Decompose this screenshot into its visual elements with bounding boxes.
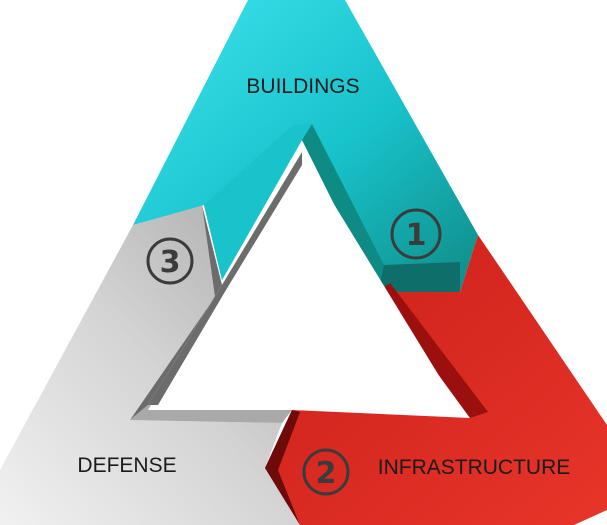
step-badge-2: 2 xyxy=(302,448,350,496)
segment-infrastructure xyxy=(265,235,607,525)
buildings-inner-bevel xyxy=(302,124,384,292)
step-badge-3-circle xyxy=(146,237,194,285)
step-badge-2-circle xyxy=(302,448,350,496)
step-badge-1: 1 xyxy=(390,208,442,260)
step-badge-1-circle xyxy=(390,208,442,260)
step-badge-3: 3 xyxy=(146,237,194,285)
inner-triangle xyxy=(148,152,460,410)
infrastructure-inner-bevel xyxy=(378,283,488,418)
infrastructure-arrow-body xyxy=(265,235,607,525)
buildings-tip-bevel xyxy=(378,262,460,292)
step-badge-2-number: 2 xyxy=(316,456,337,491)
buildings-inner-bevel-left xyxy=(204,124,312,280)
defense-arrow-body xyxy=(0,205,300,525)
step-badge-1-number: 1 xyxy=(406,218,427,253)
step-badge-3-number: 3 xyxy=(160,245,181,280)
label-infrastructure: INFRASTRUCTURE xyxy=(378,456,571,479)
segment-buildings xyxy=(133,0,478,292)
label-defense: DEFENSE xyxy=(77,454,176,477)
infrastructure-tip-bevel xyxy=(265,410,300,525)
label-buildings: BUILDINGS xyxy=(246,75,359,98)
